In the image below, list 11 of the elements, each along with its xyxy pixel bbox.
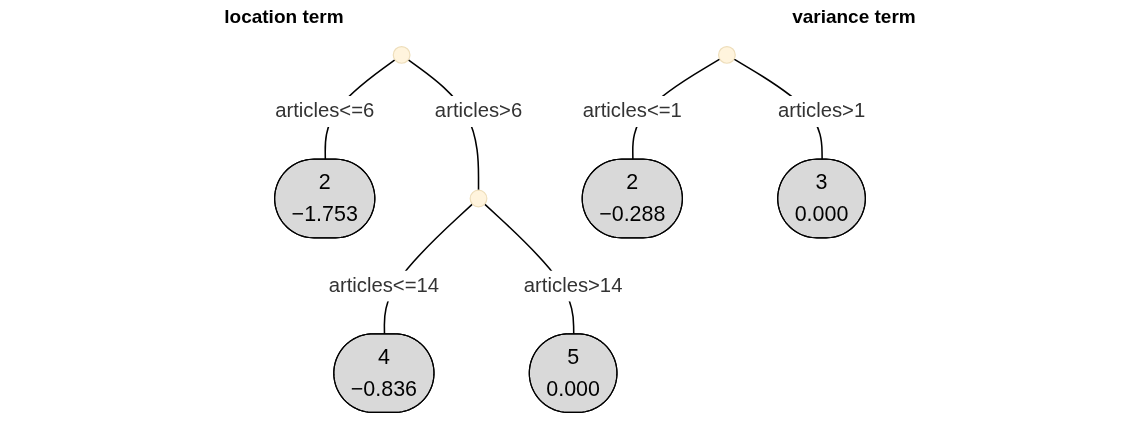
- tree-title: location term: [224, 6, 344, 28]
- edge-label: articles<=6: [275, 99, 375, 123]
- tree-title: variance term: [792, 6, 916, 28]
- node-circle: [392, 45, 411, 64]
- edge-label: articles<=1: [582, 99, 682, 123]
- edge-label: articles>14: [523, 274, 623, 297]
- node-circle: [717, 45, 736, 64]
- node-circle: [469, 189, 488, 208]
- edge-label: articles>1: [777, 99, 866, 123]
- edge-label: articles>6: [434, 99, 523, 123]
- edge-label: articles<=14: [328, 274, 440, 297]
